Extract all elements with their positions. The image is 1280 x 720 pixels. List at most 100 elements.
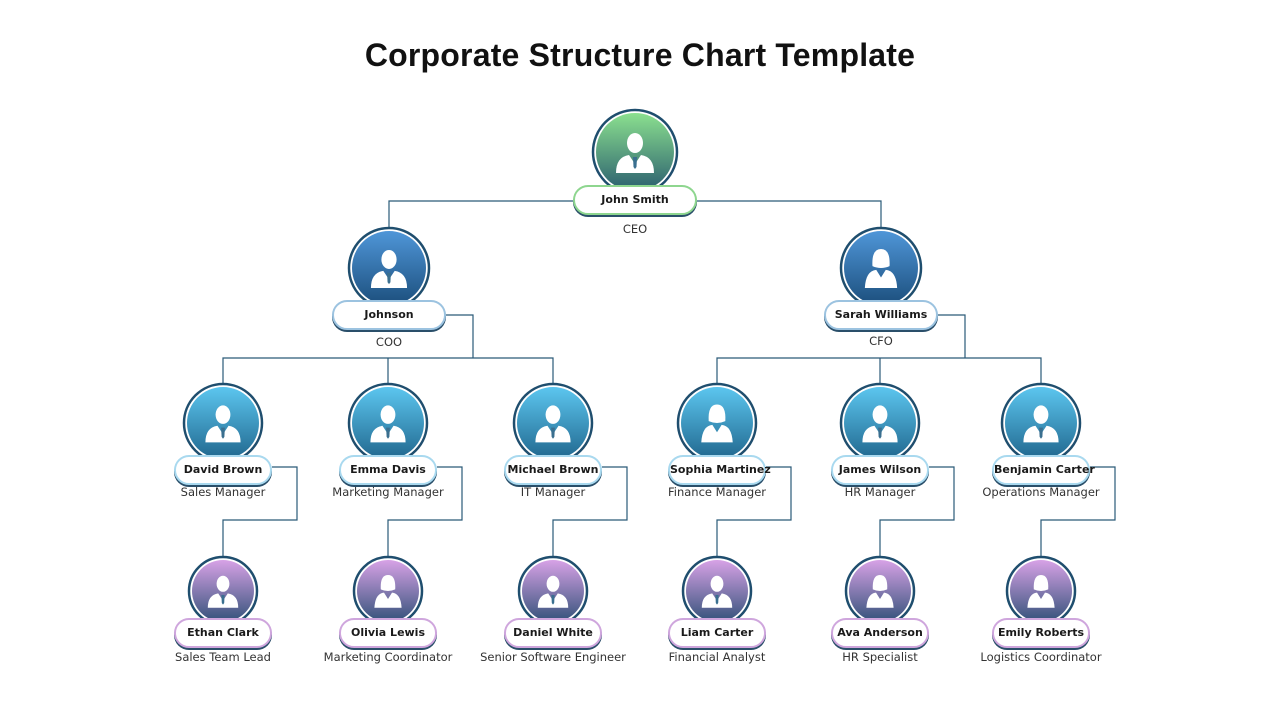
- avatar-m3: [512, 382, 594, 464]
- connector-m5-s5: [879, 466, 955, 559]
- avatar-ceo: [591, 108, 679, 196]
- role-label-m1: Sales Manager: [180, 485, 266, 499]
- female-person-icon: [374, 575, 402, 608]
- avatar-m5: [839, 382, 921, 464]
- connector-m3-s3: [552, 466, 628, 559]
- role-label-coo: COO: [375, 335, 403, 349]
- male-head-shape: [627, 133, 643, 153]
- name-label-s2: Olivia Lewis: [339, 618, 437, 648]
- connector-m1-s1: [222, 466, 298, 559]
- female-hair-shape: [872, 575, 888, 591]
- male-head-shape: [216, 575, 230, 592]
- name-label-s6: Emily Roberts: [992, 618, 1090, 648]
- tie-shape: [221, 595, 225, 605]
- male-body-shape: [370, 425, 406, 443]
- avatar-m6: [1000, 382, 1082, 464]
- role-label-m3: IT Manager: [520, 485, 586, 499]
- name-label-m2: Emma Davis: [339, 455, 437, 485]
- male-head-shape: [546, 575, 560, 592]
- female-body-shape: [701, 424, 733, 443]
- male-person-icon: [1023, 405, 1059, 443]
- avatar-s6: [1005, 555, 1077, 627]
- name-label-s4: Liam Carter: [668, 618, 766, 648]
- avatar-s3: [517, 555, 589, 627]
- avatar-s2: [352, 555, 424, 627]
- avatar-s5: [844, 555, 916, 627]
- avatar-cfo: [839, 226, 923, 310]
- connector-cfo-drop: [938, 314, 966, 358]
- male-head-shape: [545, 405, 561, 424]
- tie-shape: [387, 272, 391, 285]
- role-label-m6: Operations Manager: [982, 485, 1100, 499]
- female-hair-shape: [708, 404, 726, 423]
- male-person-icon: [207, 575, 239, 608]
- female-hair-shape: [872, 249, 890, 268]
- connector-ceo-coo: [388, 200, 573, 229]
- tie-shape: [551, 427, 555, 439]
- female-person-icon: [866, 575, 894, 608]
- avatar-coo: [347, 226, 431, 310]
- male-head-shape: [872, 405, 888, 424]
- male-person-icon: [205, 405, 241, 443]
- role-label-m5: HR Manager: [844, 485, 916, 499]
- role-label-cfo: CFO: [869, 334, 893, 348]
- female-person-icon: [1027, 575, 1055, 608]
- name-label-m4: Sophia Martinez: [668, 455, 771, 485]
- tie-shape: [633, 157, 637, 169]
- connector-ceo-cfo: [697, 200, 882, 229]
- name-label-m6: Benjamin Carter: [992, 455, 1095, 485]
- role-label-m4: Finance Manager: [667, 485, 767, 499]
- role-label-ceo: CEO: [622, 222, 648, 236]
- name-label-coo: Johnson: [332, 300, 446, 330]
- role-label-s2: Marketing Coordinator: [323, 650, 453, 664]
- male-head-shape: [215, 405, 231, 424]
- name-label-s1: Ethan Clark: [174, 618, 272, 648]
- role-label-s4: Financial Analyst: [668, 650, 766, 664]
- connector-cfo-managers: [716, 357, 1042, 386]
- role-label-m2: Marketing Manager: [332, 485, 444, 499]
- female-person-icon: [701, 404, 733, 443]
- connector-m2-s2: [387, 466, 463, 559]
- female-hair-shape: [1033, 575, 1049, 591]
- male-person-icon: [862, 405, 898, 443]
- male-body-shape: [205, 425, 241, 443]
- male-person-icon: [701, 575, 733, 608]
- connector-m4-s4: [716, 466, 792, 559]
- name-label-m5: James Wilson: [831, 455, 929, 485]
- avatar-m4: [676, 382, 758, 464]
- avatar-s4: [681, 555, 753, 627]
- page-title: Corporate Structure Chart Template: [364, 37, 916, 73]
- avatar-s1: [187, 555, 259, 627]
- male-head-shape: [710, 575, 724, 592]
- tie-shape: [551, 595, 555, 605]
- tie-shape: [878, 427, 882, 439]
- avatar-m2: [347, 382, 429, 464]
- male-head-shape: [380, 405, 396, 424]
- tie-shape: [1039, 427, 1043, 439]
- connector-coo-drop: [446, 314, 474, 358]
- female-hair-shape: [380, 575, 396, 591]
- male-person-icon: [535, 405, 571, 443]
- name-label-ceo: John Smith: [573, 185, 697, 215]
- name-label-m1: David Brown: [174, 455, 272, 485]
- name-label-s5: Ava Anderson: [831, 618, 929, 648]
- male-body-shape: [535, 425, 571, 443]
- male-head-shape: [1033, 405, 1049, 424]
- role-label-s6: Logistics Coordinator: [980, 650, 1102, 664]
- connector-m6-s6: [1040, 466, 1116, 559]
- female-body-shape: [1027, 592, 1055, 608]
- female-body-shape: [374, 592, 402, 608]
- male-body-shape: [862, 425, 898, 443]
- role-label-s3: Senior Software Engineer: [480, 650, 626, 664]
- male-person-icon: [370, 249, 408, 288]
- male-body-shape: [1023, 425, 1059, 443]
- male-head-shape: [381, 249, 397, 269]
- tie-shape: [715, 595, 719, 605]
- tie-shape: [386, 427, 390, 439]
- name-label-cfo: Sarah Williams: [824, 300, 938, 330]
- name-label-s3: Daniel White: [504, 618, 602, 648]
- role-label-s5: HR Specialist: [842, 650, 918, 664]
- female-body-shape: [864, 269, 898, 288]
- female-body-shape: [866, 592, 894, 608]
